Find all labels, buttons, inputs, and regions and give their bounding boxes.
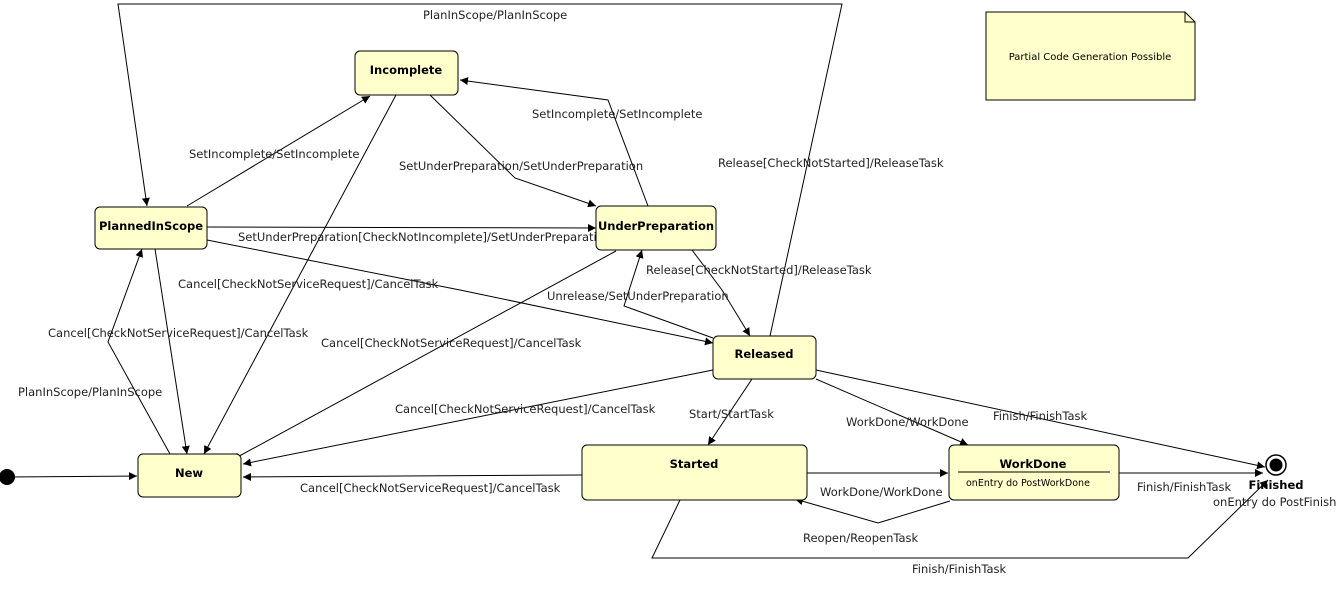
note: Partial Code Generation Possible [985, 11, 1196, 101]
state-finished-label: Finished [1249, 478, 1304, 492]
edge-released-underprep [623, 249, 714, 339]
edge-released-started [707, 378, 753, 446]
edge-released-planned-top [117, 3, 843, 337]
label-release-up: Release[CheckNotStarted]/ReleaseTask [646, 263, 872, 277]
state-released[interactable]: Released [712, 335, 817, 380]
label-cancel-rel-new: Cancel[CheckNotServiceRequest]/CancelTas… [395, 402, 656, 416]
edge-planned-underprep [206, 223, 597, 232]
transitions [6, 3, 1269, 559]
state-work-done[interactable]: WorkDone onEntry do PostWorkDone [948, 444, 1120, 501]
edge-released-new [242, 369, 714, 467]
label-setunderprep: SetUnderPreparation/SetUnderPreparation [399, 159, 643, 173]
state-under-preparation[interactable]: UnderPreparation [595, 205, 717, 251]
label-finish-wd: Finish/FinishTask [1137, 480, 1232, 494]
state-new-label: New [175, 466, 203, 480]
state-started[interactable]: Started [581, 444, 808, 501]
note-shape [985, 11, 1196, 101]
edge-underprep-incomplete [459, 77, 649, 207]
label-reopen: Reopen/ReopenTask [803, 531, 919, 545]
label-release-top: Release[CheckNotStarted]/ReleaseTask [718, 156, 944, 170]
edge-planned-new [154, 248, 190, 455]
state-finished[interactable]: Finished onEntry do PostFinish [1213, 454, 1336, 509]
state-planned-in-scope[interactable]: PlannedInScope [94, 206, 208, 250]
edge-started-new [242, 472, 583, 481]
edge-released-finished [815, 369, 1266, 470]
edge-incomplete-underprep [429, 94, 597, 208]
edge-planned-incomplete [186, 95, 371, 207]
label-workdone-started: WorkDone/WorkDone [820, 485, 943, 499]
label-planinscope-new: PlanInScope/PlanInScope [18, 385, 162, 399]
edge-initial-new [6, 472, 138, 481]
initial-state [0, 469, 15, 485]
label-workdone-rel: WorkDone/WorkDone [846, 415, 969, 429]
edge-new-planned [107, 248, 171, 455]
state-released-label: Released [734, 347, 793, 361]
label-planinscope-top: PlanInScope/PlanInScope [423, 8, 567, 22]
state-started-label: Started [670, 457, 719, 471]
state-underprep-label: UnderPreparation [598, 219, 714, 233]
label-setincomplete-right: SetIncomplete/SetIncomplete [532, 107, 702, 121]
label-setunderprep-cond: SetUnderPreparation[CheckNotIncomplete]/… [238, 230, 611, 244]
label-unrelease: Unrelease/SetUnderPreparation [547, 289, 729, 303]
label-finish-started: Finish/FinishTask [912, 562, 1007, 576]
label-cancel-up-new: Cancel[CheckNotServiceRequest]/CancelTas… [321, 336, 582, 350]
state-finished-entry: onEntry do PostFinish [1213, 495, 1336, 509]
edge-started-finished [651, 479, 1269, 559]
label-start: Start/StartTask [689, 407, 774, 421]
label-cancel-started-new: Cancel[CheckNotServiceRequest]/CancelTas… [300, 481, 561, 495]
label-finish-rel: Finish/FinishTask [993, 409, 1088, 423]
edge-underprep-new [231, 250, 617, 461]
label-cancel-planned-new: Cancel[CheckNotServiceRequest]/CancelTas… [178, 277, 439, 291]
edge-planned-released [206, 239, 714, 346]
state-incomplete-label: Incomplete [370, 63, 443, 77]
label-cancel-planned-up: Cancel[CheckNotServiceRequest]/CancelTas… [48, 326, 309, 340]
label-setincomplete-left: SetIncomplete/SetIncomplete [189, 147, 359, 161]
edge-released-workdone [815, 378, 969, 446]
note-text: Partial Code Generation Possible [1009, 52, 1172, 63]
transition-labels: PlanInScope/PlanInScope SetIncomplete/Se… [18, 8, 1232, 576]
states: Incomplete PlannedInScope UnderPreparati… [0, 50, 1336, 509]
edge-incomplete-new [203, 94, 397, 455]
state-planned-label: PlannedInScope [99, 219, 203, 233]
edge-underprep-released [691, 249, 751, 337]
state-workdone-label: WorkDone [1000, 457, 1067, 471]
state-incomplete[interactable]: Incomplete [354, 50, 459, 96]
state-new[interactable]: New [137, 453, 242, 498]
edge-workdone-started [794, 497, 951, 524]
state-workdone-entry: onEntry do PostWorkDone [966, 478, 1090, 489]
